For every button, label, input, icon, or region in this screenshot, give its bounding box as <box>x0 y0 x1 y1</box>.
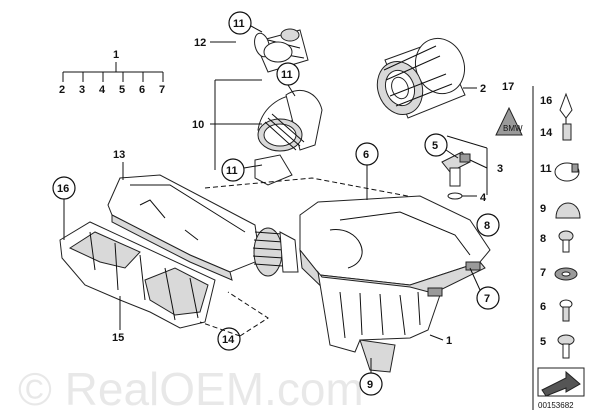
callout-1-kit[interactable]: 1 <box>113 49 119 61</box>
callout-11-mid[interactable]: 11 <box>281 69 293 81</box>
kit-item-4: 4 <box>99 84 106 96</box>
watermark: © RealOEM.com <box>18 363 364 415</box>
callout-8[interactable]: 8 <box>484 220 490 232</box>
sidebar-label-9[interactable]: 9 <box>540 203 546 215</box>
kit-item-3: 3 <box>79 84 85 96</box>
callout-8-circle <box>476 213 500 237</box>
sidebar-label-5[interactable]: 5 <box>540 336 546 348</box>
callout-13[interactable]: 13 <box>113 149 125 161</box>
callout-11-top[interactable]: 11 <box>233 18 245 30</box>
callout-1[interactable]: 1 <box>446 335 452 347</box>
sidebar-label-7[interactable]: 7 <box>540 267 546 279</box>
hardware-sidebar: 16 14 11 9 8 7 6 5 00153682 <box>532 86 585 410</box>
kit-item-2: 2 <box>59 84 65 96</box>
intake-hose-part <box>254 90 323 186</box>
callout-11-low-circle <box>221 158 245 182</box>
rubber-mount-9-icon <box>555 202 581 219</box>
rubber-boot-part <box>254 28 309 73</box>
callout-9[interactable]: 9 <box>367 379 373 391</box>
inlet-part <box>59 221 216 329</box>
callout-17[interactable]: 17 <box>502 81 514 93</box>
sidebar-label-11[interactable]: 11 <box>540 163 552 175</box>
callout-11-top-circle <box>228 11 252 35</box>
sidebar-label-16[interactable]: 16 <box>540 95 552 107</box>
callout-7-circle <box>476 286 500 310</box>
callout-11-low[interactable]: 11 <box>226 165 238 177</box>
kit-item-5: 5 <box>119 84 125 96</box>
callout-16[interactable]: 16 <box>57 183 69 195</box>
kit-item-7: 7 <box>159 84 165 96</box>
warning-label-icon <box>495 106 523 136</box>
image-code: 00153682 <box>538 401 574 410</box>
kit-tree-1: 1 2 3 4 5 6 7 <box>59 49 165 96</box>
filter-housing-part <box>299 195 491 373</box>
callout-15[interactable]: 15 <box>112 332 124 344</box>
callout-10[interactable]: 10 <box>192 119 204 131</box>
callout-5-circle <box>424 133 448 157</box>
callout-14-circle <box>217 327 241 351</box>
callout-4[interactable]: 4 <box>480 192 487 204</box>
air-filter-element <box>376 37 466 119</box>
callout-2[interactable]: 2 <box>480 83 486 95</box>
kit-item-6: 6 <box>139 84 145 96</box>
sidebar-label-6[interactable]: 6 <box>540 301 546 313</box>
arrow-icon <box>541 370 581 397</box>
sensor-part <box>441 151 471 200</box>
sidebar-label-8[interactable]: 8 <box>540 233 546 245</box>
callout-14[interactable]: 14 <box>222 334 235 346</box>
sidebar-label-14[interactable]: 14 <box>540 127 553 139</box>
air-duct-part <box>107 174 299 281</box>
callout-7[interactable]: 7 <box>484 293 490 305</box>
screw-14-icon <box>562 123 572 141</box>
callout-5[interactable]: 5 <box>432 140 438 152</box>
clip-16-icon <box>559 92 573 119</box>
callout-12[interactable]: 12 <box>194 37 206 49</box>
warning-label-text: BMW <box>503 124 523 133</box>
callout-3[interactable]: 3 <box>497 163 503 175</box>
callout-6[interactable]: 6 <box>363 149 369 161</box>
